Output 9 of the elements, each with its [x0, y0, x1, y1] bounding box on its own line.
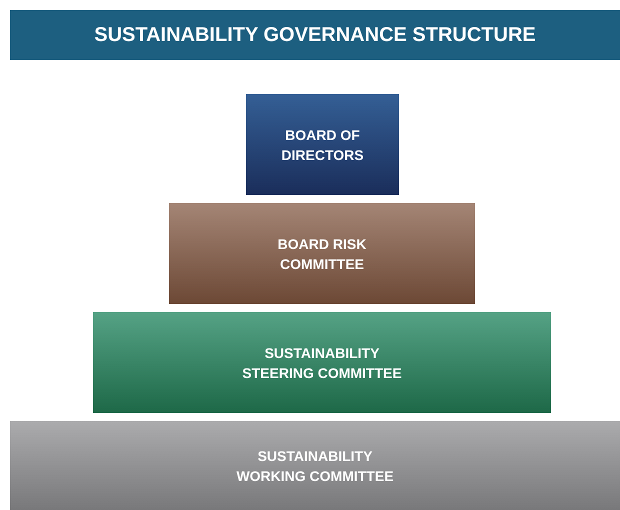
title-banner: SUSTAINABILITY GOVERNANCE STRUCTURE: [10, 10, 620, 60]
pyramid-tier: [10, 421, 620, 510]
pyramid-tier: [169, 203, 475, 304]
tier-label: SUSTAINABILITY STEERING COMMITTEE: [241, 344, 403, 382]
pyramid-tier: [93, 312, 551, 413]
tier-label: SUSTAINABILITY WORKING COMMITTEE: [235, 446, 395, 486]
tier-label: BOARD OF DIRECTORS: [280, 126, 365, 164]
tier-label: BOARD RISK COMMITTEE: [276, 234, 368, 274]
pyramid-tier: [246, 94, 399, 195]
